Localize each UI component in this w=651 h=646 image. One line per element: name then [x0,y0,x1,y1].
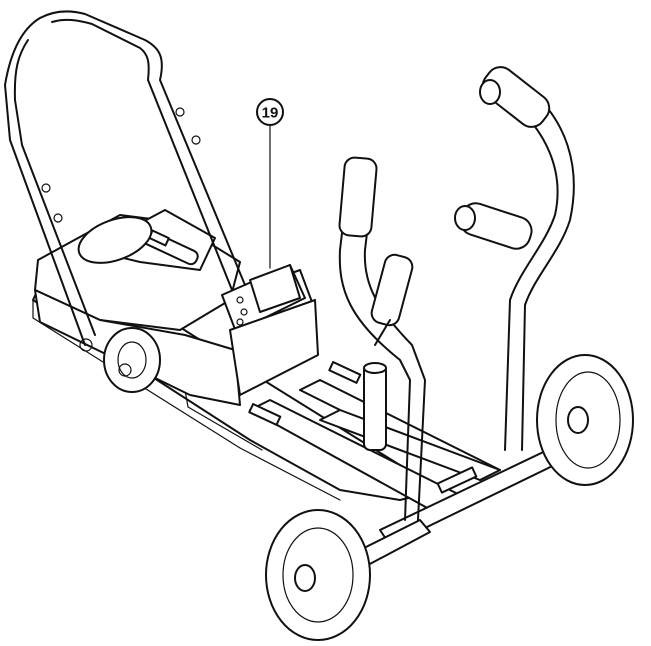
front-handle [4,10,246,377]
right-handle [454,66,575,451]
callout-label: 19 [262,105,279,122]
wheel-front-left [77,216,153,264]
callout-19: 19 [256,98,284,269]
callout-circle [256,98,284,126]
console [221,264,319,396]
wheel-rear-left [265,509,371,641]
wheel-rear-right [536,354,634,486]
left-grip-posts [338,156,426,521]
